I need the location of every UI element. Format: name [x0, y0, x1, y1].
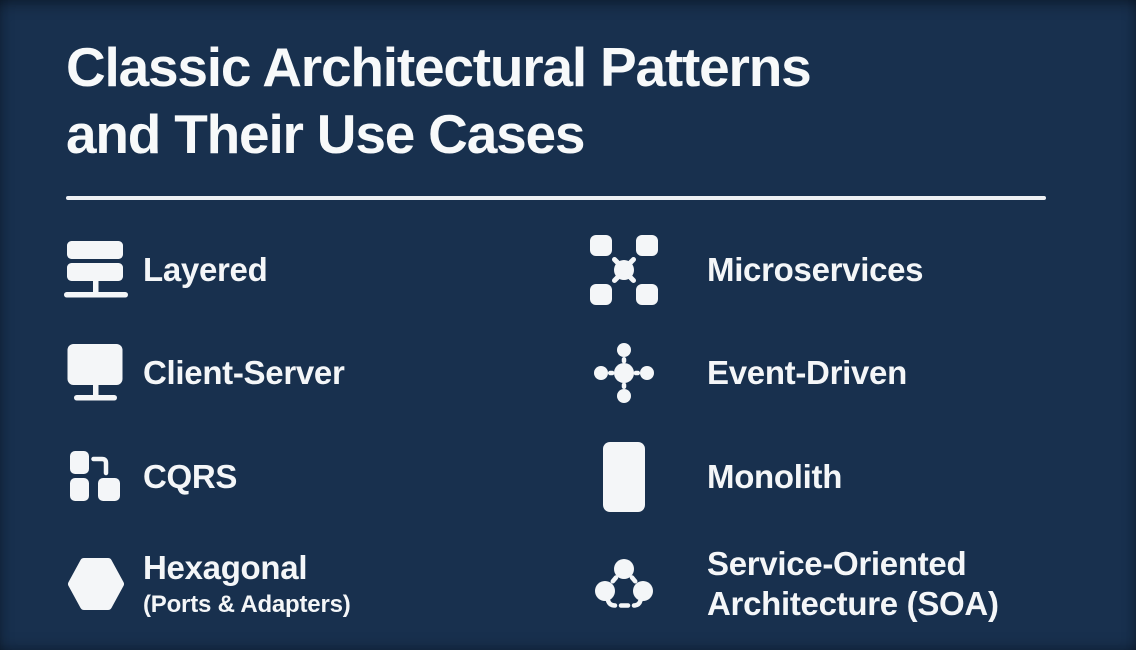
pattern-label: Layered [143, 251, 268, 288]
soa-icon [590, 558, 658, 610]
pattern-label: Event-Driven [707, 354, 907, 391]
page-title: Classic Architectural Patterns and Their… [66, 34, 1066, 168]
pattern-item-soa: Service-Oriented Architecture (SOA) [590, 528, 1076, 640]
monolith-icon [590, 442, 658, 512]
pattern-item-layered: Layered [64, 220, 590, 320]
client-server-icon [64, 343, 128, 403]
pattern-label: Client-Server [143, 354, 345, 391]
event-driven-icon [590, 342, 658, 404]
pattern-item-hexagonal: Hexagonal (Ports & Adapters) [64, 528, 590, 640]
pattern-label: CQRS [143, 458, 238, 495]
page-title-line-1: Classic Architectural Patterns [66, 36, 812, 98]
cqrs-icon [64, 451, 128, 503]
pattern-item-monolith: Monolith [590, 426, 1076, 528]
pattern-item-client-server: Client-Server [64, 320, 590, 426]
hexagonal-icon [64, 558, 128, 610]
layered-icon [64, 240, 128, 300]
pattern-item-event-driven: Event-Driven [590, 320, 1076, 426]
pattern-item-cqrs: CQRS [64, 426, 590, 528]
pattern-label: Monolith [707, 458, 843, 495]
title-divider [66, 196, 1046, 200]
pattern-label: Hexagonal [143, 549, 308, 586]
pattern-sublabel: (Ports & Adapters) [143, 591, 351, 618]
pattern-label: Microservices [707, 251, 924, 288]
pattern-item-microservices: Microservices [590, 220, 1076, 320]
microservices-icon [590, 235, 658, 305]
patterns-grid: Layered Client-Server CQRS [64, 220, 1076, 640]
pattern-label: Service-Oriented Architecture (SOA) [707, 545, 999, 622]
page-title-line-2: and Their Use Cases [66, 103, 585, 165]
